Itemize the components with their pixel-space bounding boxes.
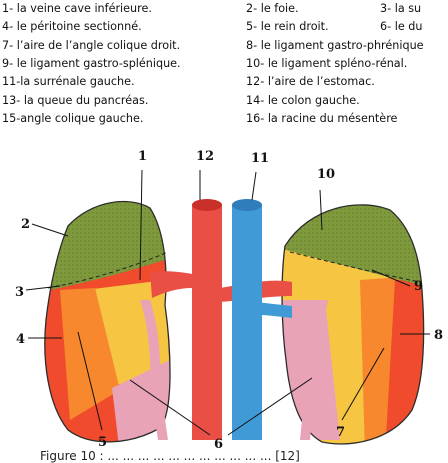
vena-cava-opening bbox=[232, 199, 262, 211]
legend-item-5: 5- le rein droit. bbox=[246, 20, 329, 33]
callout-3: 3 bbox=[15, 285, 24, 300]
legend-item-15: 15-angle colique gauche. bbox=[2, 112, 144, 125]
left-ureter bbox=[300, 300, 328, 440]
legend-item-8: 8- le ligament gastro-phrénique bbox=[246, 39, 424, 52]
legend-item-3: 3- la su bbox=[380, 2, 422, 15]
callout-2: 2 bbox=[21, 217, 30, 232]
callout-11: 11 bbox=[251, 151, 269, 166]
legend-item-4: 4- le péritoine sectionné. bbox=[2, 20, 142, 33]
aorta bbox=[192, 199, 222, 440]
legend-item-12: 12- l’aire de l’estomac. bbox=[246, 75, 375, 88]
legend-item-6: 6- le du bbox=[380, 20, 423, 33]
legend-item-13: 13- la queue du pancréas. bbox=[2, 94, 149, 107]
vena-cava bbox=[232, 199, 262, 440]
legend-item-9: 9- le ligament gastro-splénique. bbox=[2, 57, 181, 70]
left-peritoneum-line bbox=[289, 251, 421, 283]
leader-lines bbox=[25, 169, 430, 436]
callout-5: 5 bbox=[98, 435, 107, 450]
legend-item-1: 1- la veine cave inférieure. bbox=[2, 2, 152, 15]
callout-1: 1 bbox=[138, 149, 147, 164]
callout-9: 9 bbox=[414, 279, 423, 294]
left-kidney-outline bbox=[281, 204, 425, 445]
figure-caption: Figure 10 : ... ... ... ... ... ... ... … bbox=[40, 449, 300, 463]
right-renal-artery bbox=[150, 271, 192, 298]
legend-item-7: 7- l’aire de l’angle colique droit. bbox=[2, 39, 181, 52]
aorta-opening bbox=[192, 199, 222, 211]
callout-10: 10 bbox=[317, 167, 335, 182]
callout-8: 8 bbox=[434, 328, 443, 343]
right-kidney-orange-zone bbox=[60, 288, 120, 420]
stomach-dots bbox=[282, 204, 424, 288]
callout-6: 6 bbox=[214, 437, 223, 452]
legend-item-14: 14- le colon gauche. bbox=[246, 94, 360, 107]
callout-4: 4 bbox=[16, 332, 25, 347]
legend-item-2: 2- le foie. bbox=[246, 2, 299, 15]
right-peritoneum-line bbox=[47, 251, 169, 289]
legend-item-11: 11-la surrénale gauche. bbox=[2, 75, 135, 88]
callout-7: 7 bbox=[336, 425, 345, 440]
left-kidney bbox=[282, 204, 424, 444]
right-ureter bbox=[140, 300, 168, 440]
legend-item-16: 16- la racine du mésentère bbox=[246, 112, 398, 125]
callout-12: 12 bbox=[196, 149, 214, 164]
legend: 1- la veine cave inférieure. 2- le foie.… bbox=[0, 0, 448, 130]
legend-item-10: 10- le ligament spléno-rénal. bbox=[246, 57, 408, 70]
